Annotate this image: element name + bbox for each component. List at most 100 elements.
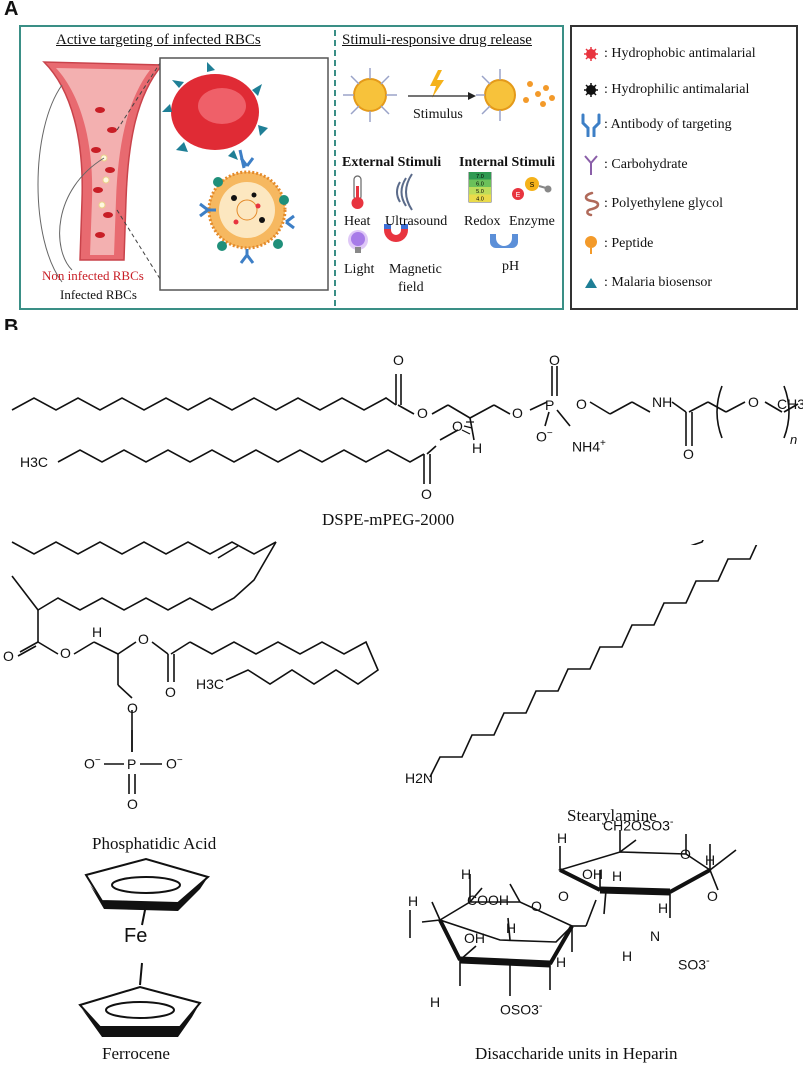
- biosensor-icon: [580, 272, 602, 294]
- legend-row-antibody: : Antibody of targeting: [580, 113, 732, 137]
- ph-label: pH: [502, 259, 520, 274]
- panel-a-divider: [334, 30, 336, 306]
- legend-row-peptide: : Peptide: [580, 233, 653, 255]
- pa-o-atom: O: [166, 755, 177, 772]
- heparin-o-right: O: [707, 888, 718, 904]
- pa-o-ester1: O: [60, 645, 71, 661]
- peptide-icon: [580, 233, 602, 255]
- legend-row-biosensor: : Malaria biosensor: [580, 272, 712, 294]
- ultrasound-icon: [396, 173, 413, 211]
- light-bulb-icon: [348, 230, 368, 253]
- external-stimuli-heading: External Stimuli: [342, 155, 442, 170]
- heparin-cooh: COOH: [467, 892, 509, 908]
- dspe-o-phosphate-right: O: [576, 396, 587, 412]
- redox-label: Redox: [464, 214, 501, 229]
- ph-icon: [490, 234, 518, 248]
- active-targeting-title: Active targeting of infected RBCs: [56, 32, 261, 48]
- targeting-illustration: [37, 57, 329, 291]
- svg-text:7.0: 7.0: [476, 174, 484, 180]
- heparin-oh2: OH: [582, 866, 603, 882]
- pa-o-left: O−: [84, 755, 101, 772]
- stimulus-reaction: [343, 68, 555, 122]
- heparin-ch2oso3-text: CH2OSO3: [603, 817, 670, 834]
- internal-stimuli-heading: Internal Stimuli: [459, 155, 556, 170]
- heparin-name: Disaccharide units in Heparin: [475, 1044, 678, 1063]
- heparin-h3: H: [612, 868, 623, 884]
- pa-o-link: O: [127, 700, 138, 716]
- liposome-before-icon: [343, 68, 397, 122]
- legend-label: : Hydrophilic antimalarial: [604, 82, 750, 97]
- pa-o-carbonyl2: O: [165, 684, 176, 700]
- dspe-o-amide: O: [683, 446, 694, 462]
- legend-label: : Hydrophobic antimalarial: [604, 46, 756, 61]
- dspe-o-phosphoryl: O: [549, 352, 560, 368]
- stearylamine-zigzag: [400, 545, 800, 800]
- heparin-minus-sign: -: [706, 955, 710, 967]
- heparin-n: N: [650, 928, 661, 944]
- pa-o-ester2: O: [138, 631, 149, 647]
- heparin-minus-sign: -: [669, 816, 674, 828]
- legend-row-hydrophilic: : Hydrophilic antimalarial: [580, 79, 749, 101]
- panel-a-main-frame: [19, 25, 564, 310]
- legend-row-carbohydrate: : Carbohydrate: [580, 154, 688, 176]
- liposome-after-icon: [476, 69, 555, 121]
- heparin-oh1: OH: [464, 930, 485, 946]
- legend-label: : Antibody of targeting: [604, 117, 732, 132]
- legend-row-hydrophobic: : Hydrophobic antimalarial: [580, 43, 756, 65]
- field-label: field: [398, 280, 424, 295]
- dspe-h: H: [472, 440, 483, 456]
- heparin-h7: H: [506, 920, 517, 936]
- dspe-o-lower-carbonyl: O: [421, 486, 432, 502]
- thermometer-icon: [351, 175, 364, 209]
- pa-h: H: [92, 624, 103, 640]
- legend-label: : Malaria biosensor: [604, 275, 713, 290]
- heparin-o-link: O: [558, 888, 569, 904]
- legend-box: : Hydrophobic antimalarial : Hydrophilic…: [570, 25, 798, 310]
- heparin-so3: SO3-: [678, 955, 710, 973]
- heparin-h1: H: [557, 830, 568, 846]
- pa-o-carbonyl: O: [3, 648, 14, 664]
- phosphatidic-acid-name: Phosphatidic Acid: [92, 834, 217, 853]
- dspe-p: P: [545, 397, 555, 413]
- pa-o-bottom: O: [127, 796, 138, 812]
- ferrocene-structure: [78, 857, 211, 1037]
- dspe-o-ester: O: [417, 405, 428, 421]
- heparin-h9: H: [430, 994, 441, 1010]
- dspe-o-carbonyl: O: [393, 352, 404, 368]
- hydrophilic-drug-icon: [580, 79, 602, 101]
- heparin-oso3-text: OSO3: [500, 1001, 539, 1018]
- heparin-h-n: H: [622, 948, 633, 964]
- dspe-o-peg: O: [748, 394, 759, 410]
- hydrophobic-drug-icon: [580, 43, 602, 65]
- stimuli-icons: 7.0 6.0 5.0 4.0 E S: [348, 172, 552, 253]
- dspe-ch3: CH3: [777, 396, 803, 412]
- light-label: Light: [344, 262, 375, 277]
- stearylamine-h2n: H2N: [405, 770, 434, 786]
- heparin-h8: H: [556, 954, 567, 970]
- pa-o-right: O−: [166, 755, 183, 772]
- dspe-mpeg-drawing: [0, 330, 803, 500]
- legend-row-peg: : Polyethylene glycol: [580, 191, 723, 217]
- pa-h3c: H3C: [196, 676, 225, 692]
- heparin-o-ring1: O: [531, 898, 542, 914]
- legend-label: : Polyethylene glycol: [604, 196, 723, 211]
- pa-minus-sign: −: [176, 755, 183, 766]
- stimuli-release-title: Stimuli-responsive drug release: [342, 32, 532, 48]
- antibody-icon: [580, 113, 602, 137]
- ultrasound-label: Ultrasound: [385, 214, 448, 229]
- non-infected-rbc-label: Non infected RBCs: [42, 268, 144, 283]
- infected-rbc-label: Infected RBCs: [60, 287, 137, 302]
- legend-label: : Peptide: [604, 236, 654, 251]
- redox-gauge-icon: 7.0 6.0 5.0 4.0: [468, 172, 492, 203]
- heparin-so3-text: SO3: [678, 956, 707, 973]
- pa-minus-sign: −: [94, 755, 101, 766]
- dspe-n-subscript: n: [790, 432, 798, 447]
- dspe-minus-sign: −: [546, 428, 553, 439]
- dspe-o-minus: O−: [536, 428, 553, 445]
- heparin-h4: H: [658, 900, 669, 916]
- pa-o-atom: O: [84, 755, 95, 772]
- dspe-o-atom: O: [536, 428, 547, 445]
- svg-text:4.0: 4.0: [476, 197, 484, 203]
- legend-label: : Carbohydrate: [604, 157, 688, 172]
- carbohydrate-icon: [580, 154, 602, 176]
